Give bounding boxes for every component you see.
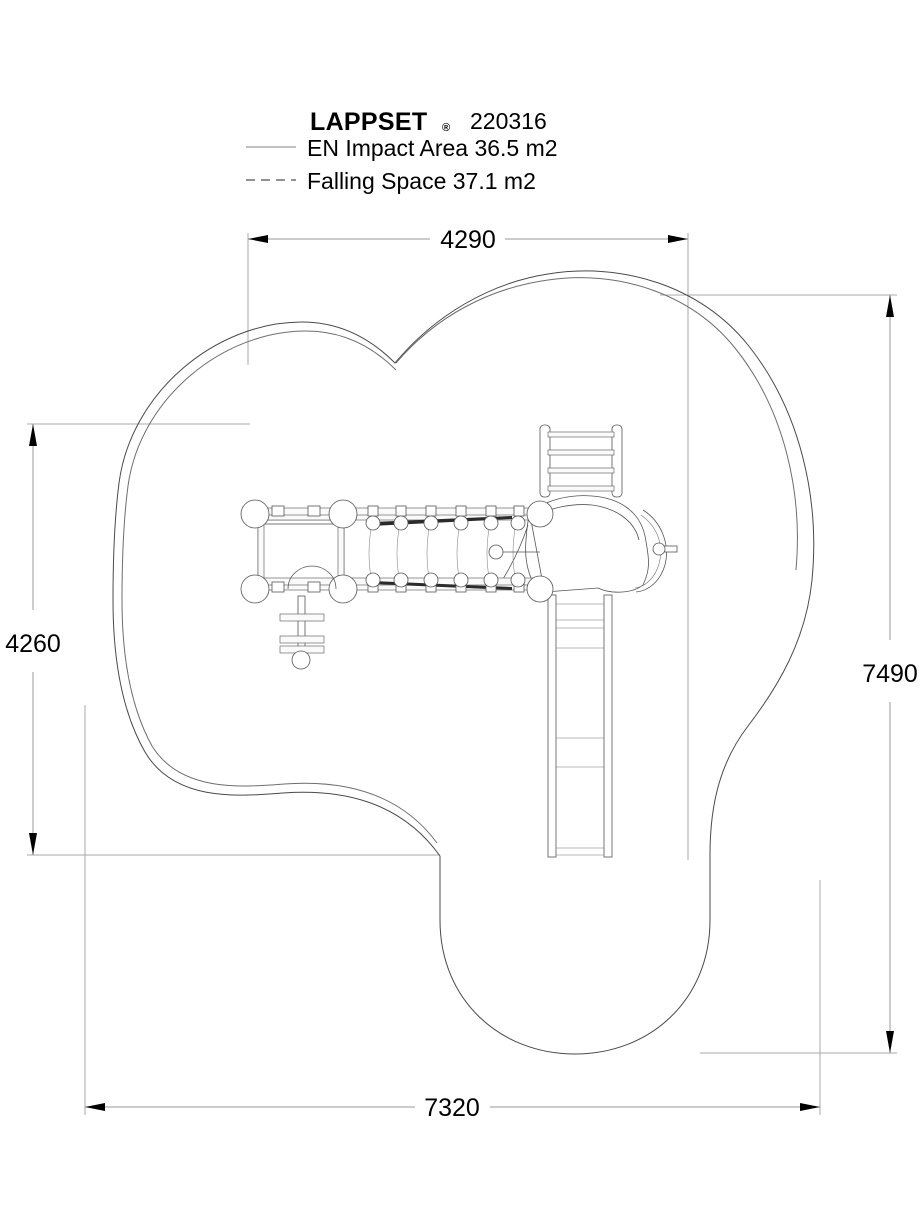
legend-product-code: 220316 bbox=[470, 108, 547, 134]
ladder-rung bbox=[547, 467, 615, 474]
dim-label-top: 4290 bbox=[440, 226, 496, 254]
net-ring bbox=[423, 515, 439, 531]
net-ring bbox=[393, 572, 409, 588]
dim-label-left: 4260 bbox=[5, 630, 61, 658]
legend-registered-mark: ® bbox=[442, 122, 450, 134]
rail-clamp bbox=[455, 505, 467, 517]
slide-hood-outline bbox=[525, 495, 649, 593]
climber-rung-upper bbox=[279, 613, 325, 622]
dim-label-bottom: 7320 bbox=[424, 1094, 480, 1122]
ladder-rung bbox=[547, 485, 615, 492]
ladder-top bbox=[539, 424, 623, 498]
dimension-extension-lines bbox=[27, 233, 897, 1115]
ladder-rung bbox=[547, 449, 615, 456]
net-ring bbox=[453, 515, 469, 531]
net-ring bbox=[393, 515, 409, 531]
deck-left-vertical-rail bbox=[257, 519, 265, 585]
dim-arrow-left-bottom bbox=[29, 833, 37, 855]
ladder-rail-right bbox=[611, 424, 623, 498]
safety-area-outlines bbox=[112, 270, 815, 1055]
legend-impact-area-label: EN Impact Area 36.5 m2 bbox=[307, 135, 558, 161]
en-impact-area-outline bbox=[112, 270, 815, 1055]
net-ring bbox=[365, 572, 381, 588]
post-bottom-right bbox=[526, 575, 554, 603]
post-bottom-mid bbox=[328, 574, 358, 604]
net-ring bbox=[510, 515, 526, 531]
dimension-bottom-7320: 7320 bbox=[85, 1094, 820, 1122]
ladder-rail-left bbox=[539, 424, 551, 498]
rail-clamp bbox=[367, 505, 379, 517]
main-deck-structure bbox=[240, 499, 554, 604]
legend-brand-text: LAPPSET bbox=[310, 108, 427, 136]
legend-falling-space-label: Falling Space 37.1 m2 bbox=[307, 168, 536, 194]
rail-clamp bbox=[485, 505, 497, 517]
falling-space-outline-upper-right bbox=[395, 277, 798, 571]
post-top-mid bbox=[328, 499, 358, 529]
net-rings-top bbox=[365, 515, 526, 531]
dim-arrow-left-top bbox=[29, 424, 37, 446]
rail-clamp bbox=[307, 505, 321, 517]
rail-clamp bbox=[271, 581, 285, 593]
rail-clamps-top bbox=[271, 505, 525, 517]
rail-clamp bbox=[395, 505, 407, 517]
slide-side-guard bbox=[635, 509, 667, 593]
rail-clamp bbox=[425, 505, 437, 517]
deck-corner-posts bbox=[240, 499, 554, 604]
climber-rung-lower bbox=[279, 635, 325, 644]
climber-end-ring bbox=[291, 650, 311, 670]
rail-clamp bbox=[271, 505, 285, 517]
post-bottom-left bbox=[240, 574, 270, 604]
net-ring bbox=[365, 515, 381, 531]
dim-arrow-bottom-left bbox=[85, 1103, 105, 1111]
net-ring bbox=[423, 572, 439, 588]
dim-arrow-right-bottom bbox=[886, 1031, 894, 1053]
dim-label-right: 7490 bbox=[862, 660, 918, 688]
net-rings-bottom bbox=[365, 572, 526, 588]
net-ring bbox=[510, 572, 526, 588]
ladder-rung bbox=[547, 431, 615, 438]
climber-attachment bbox=[279, 595, 325, 670]
rail-clamp bbox=[307, 581, 321, 593]
chute-rail-right bbox=[603, 594, 613, 858]
slide-side-guard-inner bbox=[634, 514, 661, 589]
chute-rail-left bbox=[547, 594, 557, 858]
net-ring bbox=[453, 572, 469, 588]
legend-block: LAPPSET ® 220316 EN Impact Area 36.5 m2 … bbox=[246, 108, 558, 194]
net-ring bbox=[483, 515, 499, 531]
center-connector-ring bbox=[488, 544, 504, 560]
falling-space-outline bbox=[121, 330, 438, 844]
dim-arrow-top-right bbox=[668, 235, 688, 243]
dim-arrow-bottom-right bbox=[800, 1103, 820, 1111]
left-frame-arch bbox=[287, 565, 337, 590]
slide-chute-long bbox=[547, 594, 613, 858]
post-top-left bbox=[240, 499, 270, 529]
dimension-right-7490: 7490 bbox=[862, 295, 918, 1053]
deck-mid-vertical-rail bbox=[337, 519, 345, 585]
ladder-rungs bbox=[547, 431, 615, 492]
post-top-right bbox=[526, 500, 554, 528]
dimension-top-4290: 4290 bbox=[248, 226, 688, 254]
dim-arrow-top-left bbox=[248, 235, 268, 243]
slide-handle-joint bbox=[652, 542, 666, 556]
rail-clamp bbox=[513, 505, 525, 517]
dimension-left-4260: 4260 bbox=[5, 424, 61, 855]
dim-arrow-right-top bbox=[886, 295, 894, 317]
net-ring bbox=[483, 572, 499, 588]
